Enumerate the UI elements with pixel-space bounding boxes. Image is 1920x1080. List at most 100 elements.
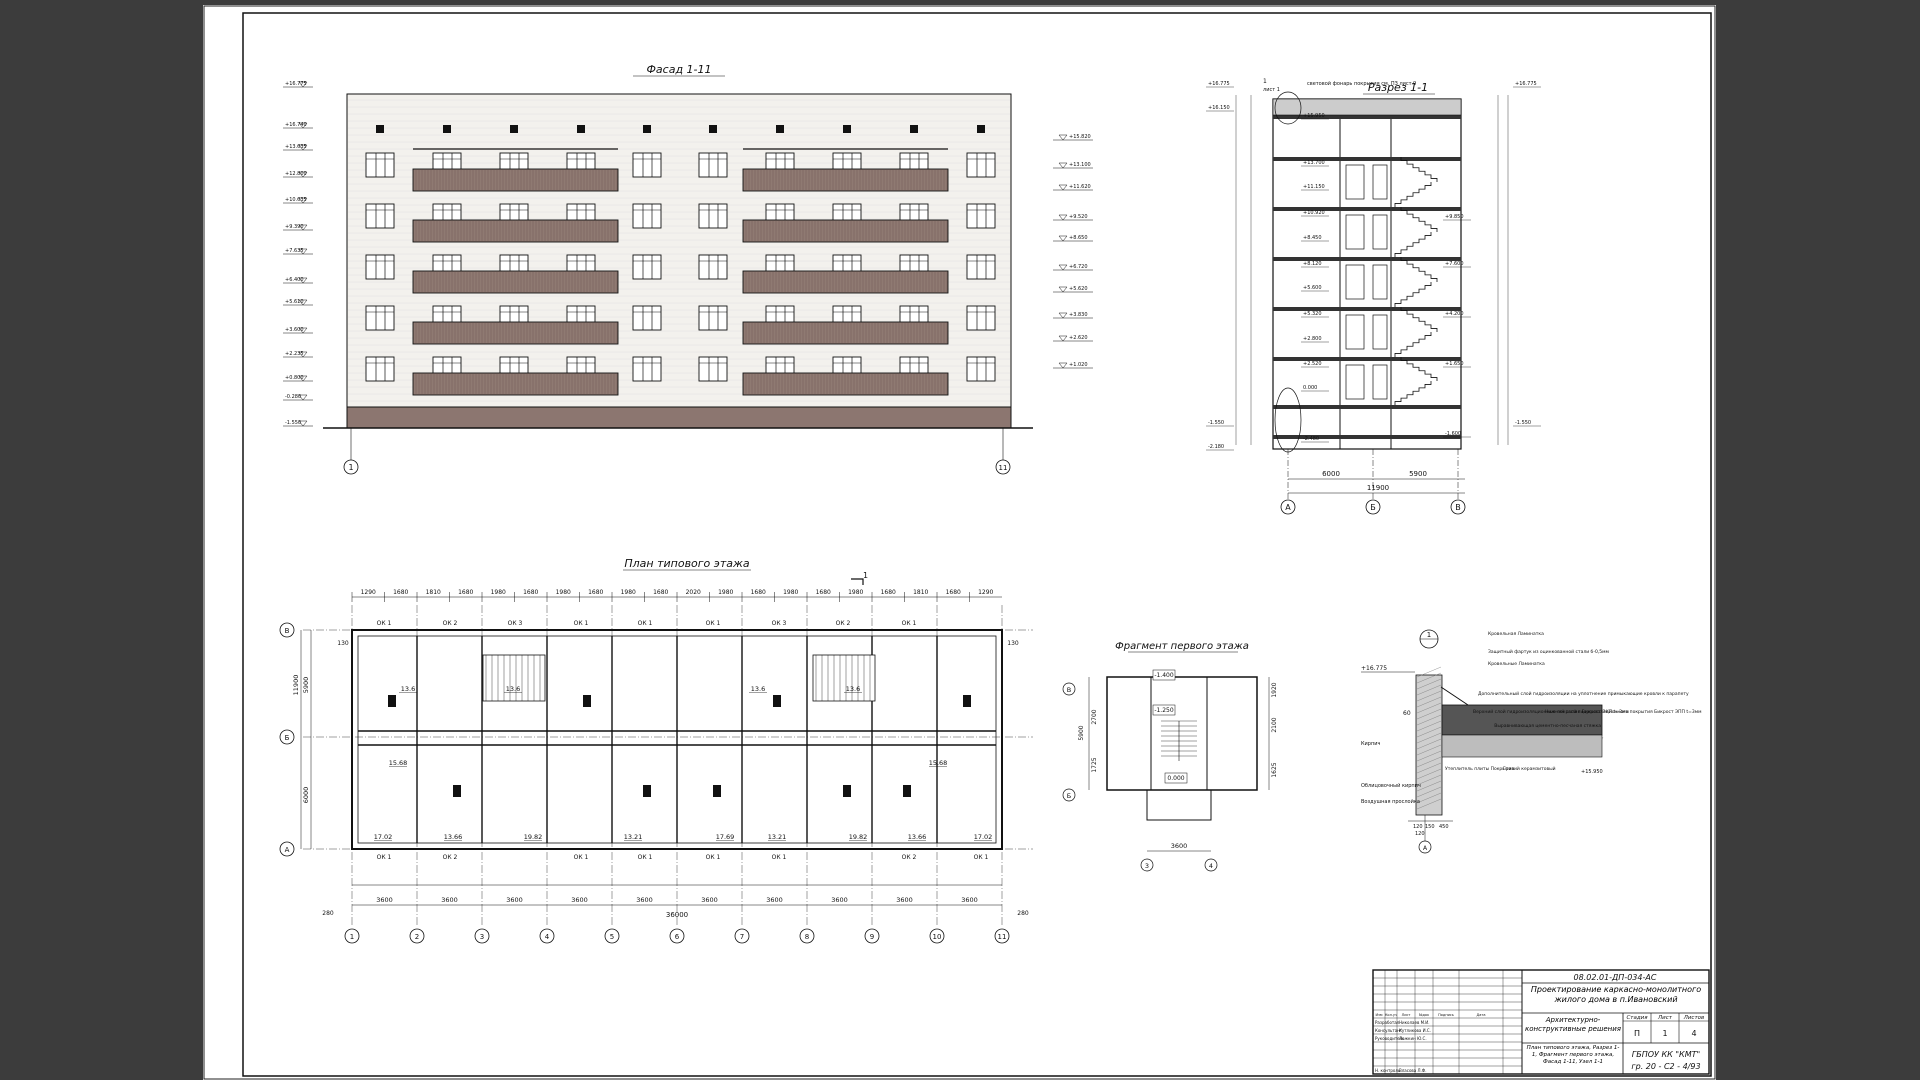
plan-edge-dim: 130 (337, 640, 349, 647)
hatch-line (1416, 690, 1442, 702)
facade-level-left: +7.635 (285, 248, 304, 254)
detail-note-top-2: Защитный фартук из оцинкованной стали б-… (1488, 648, 1609, 655)
facade-window (698, 254, 728, 280)
section-level-right: +7.600 (1445, 261, 1464, 267)
stamp-name: Николаев М.И. (1399, 1020, 1430, 1025)
facade-vent (843, 125, 851, 133)
plan-axis-bubble (279, 841, 295, 857)
hatch-line (1416, 726, 1442, 738)
facade-level-right: +5.620 (1069, 286, 1088, 292)
sheet-frame (242, 12, 1712, 1077)
fragment-dim-right: 2100 (1271, 717, 1278, 732)
section-axis-bubble (1450, 499, 1466, 515)
hatch-line (1416, 666, 1442, 678)
plan-dim-left: 6000 (302, 787, 310, 804)
plan-dim-top: 1680 (881, 589, 896, 596)
stamp-stage-header: Стадия (1626, 1015, 1648, 1021)
plan-section-cut-label: 1 (863, 571, 868, 580)
level-mark (298, 224, 308, 231)
plan-room-area: 19.82 (849, 833, 868, 841)
plan-dim-top: 1980 (491, 589, 506, 596)
plan-room-area: 13.6 (751, 685, 765, 693)
facade-drawing: Фасад 1-11 +16.775+16.740+13.635+12.800+… (283, 63, 1093, 475)
level-mark (298, 351, 308, 358)
section-level-left: -2.180 (1208, 444, 1224, 450)
plan-axis-x: 10 (933, 933, 942, 941)
facade-vent (510, 125, 518, 133)
facade-balconies (412, 148, 949, 396)
facade-balcony (742, 372, 949, 396)
section-floor-slab (1273, 435, 1461, 439)
plan-axis-bubble (474, 928, 490, 944)
section-door (1345, 264, 1365, 300)
plan-axis-y: Б (285, 734, 290, 742)
plan-window-mark-top: ОК 2 (836, 620, 851, 627)
section-floor-slab (1273, 307, 1461, 311)
level-mark (298, 197, 308, 204)
plan-room-area: 13.6 (401, 685, 415, 693)
plan-grid (303, 605, 1033, 925)
section-node-callout-bottom (1274, 387, 1302, 453)
plan-window-mark-top: ОК 1 (377, 620, 392, 627)
plan-edge-dim: 280 (1017, 910, 1029, 917)
stamp-sheets: 4 (1691, 1029, 1696, 1038)
plan-dim-top: 1980 (556, 589, 571, 596)
facade-level-right: +8.650 (1069, 235, 1088, 241)
detail-note-left-1: Кирпич (1361, 741, 1380, 747)
hatch-line (1416, 744, 1442, 756)
section-axis-label: Б (1370, 503, 1376, 512)
plan-edge-dim: 280 (322, 910, 334, 917)
stair-flight (1400, 357, 1438, 381)
facade-window (632, 356, 662, 382)
plan-axis-x: 4 (545, 933, 550, 941)
fragment-dim-right: 1920 (1271, 682, 1278, 697)
facade-level-left: +3.600 (285, 327, 304, 333)
stamp-part: Архитектурно-конструктивные решения (1525, 1016, 1621, 1033)
level-mark (298, 375, 308, 382)
detail-dim-3: 450 (1439, 824, 1449, 830)
stamp-org: ГБПОУ КК "КМТ" (1632, 1050, 1700, 1059)
plan-axis-dim: 3600 (376, 896, 393, 904)
plan-dim-top: 1680 (816, 589, 831, 596)
fragment-axis-y: В (1067, 686, 1071, 694)
facade-level-left: +5.610 (285, 299, 304, 305)
level-mark (298, 144, 308, 151)
section-floor-slab (1273, 257, 1461, 261)
plan-axis-y: А (285, 846, 290, 854)
fragment-porch (1146, 789, 1212, 821)
facade-window (632, 152, 662, 178)
section-level-right: +4.200 (1445, 311, 1464, 317)
stamp-col-header: Кол.уч (1385, 1013, 1397, 1017)
facade-title: Фасад 1-11 (646, 63, 711, 76)
facade-level-right: +13.100 (1069, 162, 1091, 168)
plan-axis-bubble (539, 928, 555, 944)
facade-level-right: +9.520 (1069, 214, 1088, 220)
plan-stairs (482, 654, 876, 702)
hatch-line (1416, 720, 1442, 732)
section-level-left: +15.950 (1303, 113, 1325, 119)
stamp-name: Власова Л.Ф. (1399, 1068, 1426, 1073)
section-floor-slab (1273, 405, 1461, 409)
stair-flight (1400, 157, 1438, 182)
detail-note-mid-2: Верхний слой гидроизоляционные покрытия … (1473, 708, 1629, 715)
stamp-role: Разработал (1375, 1020, 1400, 1025)
section-node-mark: 1 (1263, 78, 1267, 85)
detail-note-left-3: Воздушная прослойка (1361, 798, 1420, 805)
level-mark (298, 171, 308, 178)
drawing-sheet: Фасад 1-11 +16.775+16.740+13.635+12.800+… (203, 5, 1716, 1080)
plan-room-area: 15.68 (389, 759, 408, 767)
level-mark (1058, 134, 1068, 141)
level-mark (298, 327, 308, 334)
level-mark (1058, 312, 1068, 319)
stamp-name: Кутликова И.С. (1399, 1028, 1431, 1033)
detail-level: +16.775 (1361, 665, 1387, 672)
stair-flight (1400, 307, 1438, 332)
facade-axis-right: 11 (999, 464, 1008, 472)
section-node-callout-top (1274, 91, 1302, 125)
hatch-line (1416, 750, 1442, 762)
plan-dim-top: 1680 (458, 589, 473, 596)
fragment-axis-bubble (1062, 788, 1076, 802)
section-door (1372, 314, 1388, 350)
